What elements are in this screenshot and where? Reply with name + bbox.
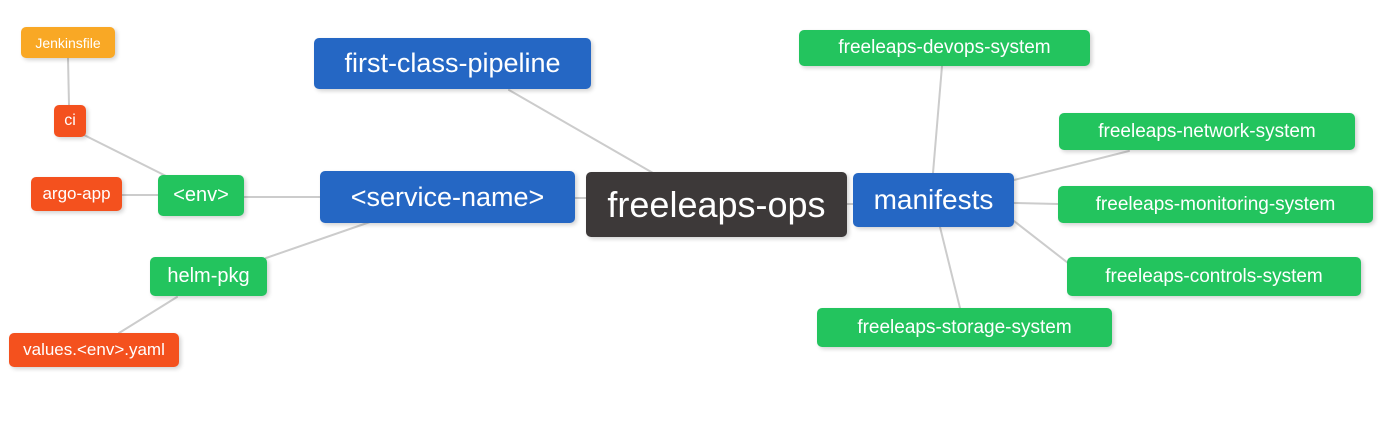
edge-manifests-storage <box>939 226 961 309</box>
node-freeleaps-devops-system[interactable]: freeleaps-devops-system <box>799 30 1090 66</box>
node-label: <service-name> <box>350 181 545 212</box>
node-jenkinsfile[interactable]: Jenkinsfile <box>21 27 115 58</box>
node-first-class-pipeline[interactable]: first-class-pipeline <box>314 38 591 89</box>
node-label: freeleaps-network-system <box>1098 120 1316 142</box>
node-argo-app[interactable]: argo-app <box>31 177 122 211</box>
node-env[interactable]: <env> <box>158 175 244 216</box>
edge-values-helm-pkg <box>118 296 178 334</box>
edge-jenkinsfile-ci <box>67 57 70 106</box>
edge-helm-pkg-service-name <box>265 221 371 259</box>
node-label: freeleaps-devops-system <box>838 37 1051 58</box>
node-label: values.<env>.yaml <box>23 340 165 359</box>
edge-manifests-network <box>1013 150 1130 181</box>
node-manifests[interactable]: manifests <box>853 173 1014 227</box>
node-label: Jenkinsfile <box>35 34 101 51</box>
edge-manifests-monitoring <box>1013 202 1059 205</box>
node-ci[interactable]: ci <box>54 105 86 137</box>
node-label: freeleaps-storage-system <box>857 316 1072 338</box>
node-label: <env> <box>173 184 229 206</box>
node-label: freeleaps-monitoring-system <box>1095 193 1336 215</box>
node-label: ci <box>64 112 76 129</box>
node-freeleaps-storage-system[interactable]: freeleaps-storage-system <box>817 308 1112 347</box>
node-service-name[interactable]: <service-name> <box>320 171 575 223</box>
edge-manifests-controls <box>1013 220 1069 264</box>
node-label: manifests <box>873 184 994 215</box>
node-helm-pkg[interactable]: helm-pkg <box>150 257 267 296</box>
node-label: freeleaps-controls-system <box>1105 265 1323 287</box>
node-values-env-yaml[interactable]: values.<env>.yaml <box>9 333 179 367</box>
node-label: first-class-pipeline <box>344 48 561 78</box>
edge-manifests-devops <box>932 65 943 174</box>
node-freeleaps-controls-system[interactable]: freeleaps-controls-system <box>1067 257 1361 296</box>
node-freeleaps-ops-root[interactable]: freeleaps-ops <box>586 172 847 237</box>
node-label: argo-app <box>42 184 111 203</box>
edge-pipeline-ops <box>508 89 654 174</box>
node-label: freeleaps-ops <box>607 183 826 225</box>
node-freeleaps-monitoring-system[interactable]: freeleaps-monitoring-system <box>1058 186 1373 223</box>
edge-ci-env <box>83 134 169 178</box>
node-freeleaps-network-system[interactable]: freeleaps-network-system <box>1059 113 1355 150</box>
node-label: helm-pkg <box>167 265 250 287</box>
